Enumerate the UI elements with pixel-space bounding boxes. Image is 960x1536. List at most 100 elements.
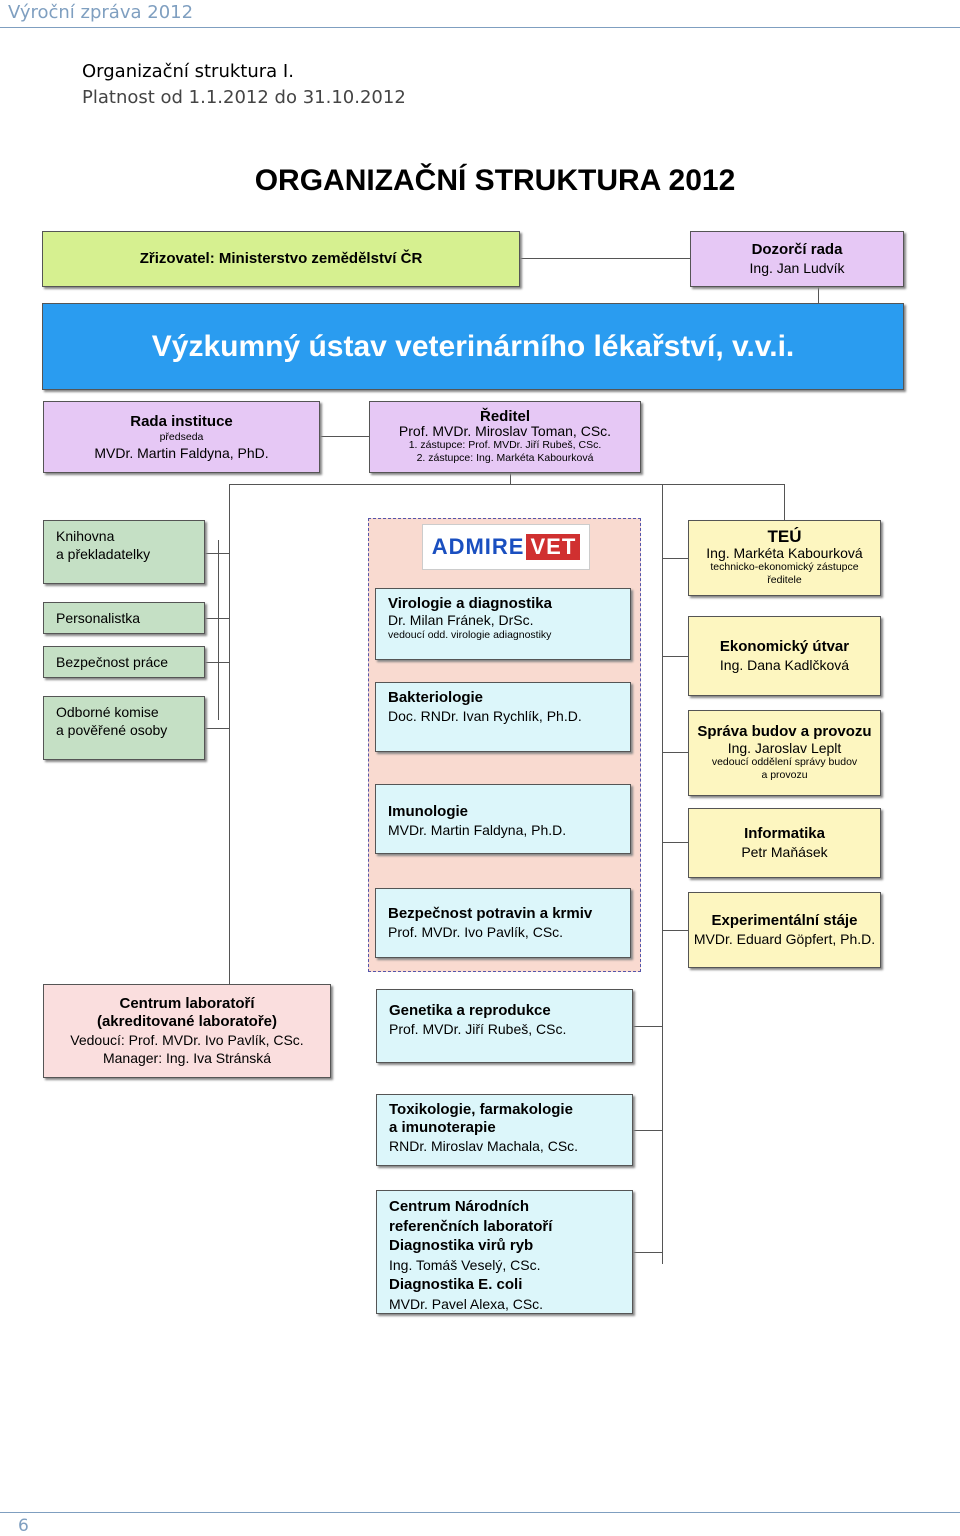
connector <box>662 930 688 931</box>
connector <box>205 618 229 619</box>
reditel-title: Ředitel <box>479 408 530 425</box>
connector <box>520 258 690 259</box>
connector <box>229 484 784 485</box>
page-number: 6 <box>18 1516 29 1536</box>
reditel-name: Prof. MVDr. Miroslav Toman, CSc. <box>398 423 612 439</box>
connector <box>320 436 370 437</box>
imunologie-box: Imunologie MVDr. Martin Faldyna, Ph.D. <box>375 784 631 854</box>
connector <box>662 752 688 753</box>
rada-role: předseda <box>159 430 204 443</box>
connector <box>218 540 219 720</box>
odborne-line-2: a pověřené osoby <box>56 722 168 738</box>
nrl-name-1: Ing. Tomáš Veselý, CSc. <box>389 1256 541 1273</box>
imunologie-title: Imunologie <box>388 803 468 820</box>
nrl-title-3: Diagnostika virů ryb <box>389 1237 534 1254</box>
connector <box>784 484 785 520</box>
teu-name: Ing. Markéta Kabourková <box>706 545 863 561</box>
bakteriologie-box: Bakteriologie Doc. RNDr. Ivan Rychlík, P… <box>375 682 631 752</box>
nrl-title-1: Centrum Národních <box>389 1198 530 1215</box>
bakteriologie-title: Bakteriologie <box>388 689 484 706</box>
institute-name: Výzkumný ústav veterinárního lékařství, … <box>151 329 795 363</box>
dozorci-rada-box: Dozorčí rada Ing. Jan Ludvík <box>690 231 904 287</box>
sprava-title: Správa budov a provozu <box>697 723 872 740</box>
connector <box>205 662 229 663</box>
connector <box>205 553 229 554</box>
bakteriologie-name: Doc. RNDr. Ivan Rychlík, Ph.D. <box>388 708 582 724</box>
connector <box>662 656 688 657</box>
bezpecnost-potravin-title: Bezpečnost potravin a krmiv <box>388 905 593 922</box>
nrl-box: Centrum Národních referenčních laboratoř… <box>376 1190 633 1314</box>
connector <box>662 484 663 1264</box>
knihovna-box: Knihovna a překladatelky <box>43 520 205 584</box>
connector <box>818 286 819 304</box>
virologie-title: Virologie a diagnostika <box>388 595 552 612</box>
sprava-budov-box: Správa budov a provozu Ing. Jaroslav Lep… <box>688 710 881 796</box>
bezpecnost-potravin-name: Prof. MVDr. Ivo Pavlík, CSc. <box>388 924 564 940</box>
rada-title: Rada instituce <box>130 412 233 430</box>
virologie-name: Dr. Milan Fránek, DrSc. <box>388 612 534 628</box>
bezpecnost-potravin-box: Bezpečnost potravin a krmiv Prof. MVDr. … <box>375 888 631 958</box>
centrum-lab-line-2: (akreditované laboratoře) <box>96 1013 278 1030</box>
document-header-title: Výroční zpráva 2012 <box>8 2 194 23</box>
org-chart-title: ORGANIZAČNÍ STRUKTURA 2012 <box>254 164 736 197</box>
teu-title: TEÚ <box>767 527 802 546</box>
centrum-lab-line-1: Centrum laboratoří <box>119 995 255 1012</box>
sprava-name: Ing. Jaroslav Leplt <box>727 740 842 756</box>
reditel-deputy-2: 2. zástupce: Ing. Markéta Kabourková <box>416 452 594 464</box>
sprava-role-1: vedoucí oddělení správy budov <box>711 756 858 768</box>
nrl-name-2: MVDr. Pavel Alexa, CSc. <box>389 1295 544 1312</box>
connector <box>229 484 230 984</box>
intro-line-1: Organizační struktura I. <box>82 61 294 82</box>
virologie-role: vedoucí odd. virologie adiagnostiky <box>388 629 552 641</box>
rada-name: MVDr. Martin Faldyna, PhD. <box>94 444 269 461</box>
odborne-komise-box: Odborné komise a pověřené osoby <box>43 696 205 760</box>
personalistka-label: Personalistka <box>56 610 141 626</box>
toxikologie-box: Toxikologie, farmakologie a imunoterapie… <box>376 1094 633 1166</box>
staje-name: MVDr. Eduard Göpfert, Ph.D. <box>693 931 876 947</box>
institute-box: Výzkumný ústav veterinárního lékařství, … <box>42 303 904 390</box>
connector <box>633 1252 662 1253</box>
footer-rule <box>0 1512 960 1513</box>
centrum-laboratori-box: Centrum laboratoří (akreditované laborat… <box>43 984 331 1078</box>
knihovna-line-1: Knihovna <box>56 528 115 544</box>
knihovna-line-2: a překladatelky <box>56 546 151 562</box>
header-rule <box>0 27 960 28</box>
logo-admire-text: ADMIRE <box>431 534 525 559</box>
teu-role-2: ředitele <box>767 574 802 586</box>
centrum-lab-line-3: Vedoucí: Prof. MVDr. Ivo Pavlík, CSc. <box>70 1032 304 1048</box>
connector <box>662 558 688 559</box>
teu-role-1: technicko-ekonomický zástupce <box>710 561 859 573</box>
logo-vet-text: VET <box>526 534 581 560</box>
ekonomicky-utvar-box: Ekonomický útvar Ing. Dana Kadlčková <box>688 616 881 696</box>
staje-title: Experimentální stáje <box>711 912 858 929</box>
teu-box: TEÚ Ing. Markéta Kabourková technicko-ek… <box>688 520 881 596</box>
virologie-box: Virologie a diagnostika Dr. Milan Fránek… <box>375 588 631 660</box>
toxikologie-name: RNDr. Miroslav Machala, CSc. <box>389 1138 579 1154</box>
zrizovatel-label: Zřizovatel: Ministerstvo zemědělství ČR <box>139 250 423 267</box>
reditel-deputy-1: 1. zástupce: Prof. MVDr. Jiří Rubeš, CSc… <box>408 439 602 451</box>
informatika-title: Informatika <box>744 825 825 842</box>
ekonomicky-name: Ing. Dana Kadlčková <box>719 657 850 673</box>
experimentalni-staje-box: Experimentální stáje MVDr. Eduard Göpfer… <box>688 892 881 968</box>
dozorci-rada-name: Ing. Jan Ludvík <box>749 260 845 276</box>
genetika-name: Prof. MVDr. Jiří Rubeš, CSc. <box>389 1021 567 1037</box>
ekonomicky-title: Ekonomický útvar <box>719 638 850 655</box>
connector <box>633 1130 662 1131</box>
genetika-box: Genetika a reprodukce Prof. MVDr. Jiří R… <box>376 989 633 1063</box>
nrl-title-2: referenčních laboratoří <box>389 1217 553 1235</box>
intro-line-2: Platnost od 1.1.2012 do 31.10.2012 <box>82 87 406 108</box>
personalistka-box: Personalistka <box>43 602 205 634</box>
genetika-title: Genetika a reprodukce <box>389 1002 551 1019</box>
informatika-box: Informatika Petr Maňásek <box>688 808 881 878</box>
bezpecnost-prace-box: Bezpečnost práce <box>43 646 205 678</box>
rada-instituce-box: Rada instituce předseda MVDr. Martin Fal… <box>43 401 320 473</box>
connector <box>510 472 511 484</box>
sprava-role-2: a provozu <box>761 769 808 781</box>
odborne-line-1: Odborné komise <box>56 704 159 720</box>
connector <box>662 842 688 843</box>
toxikologie-title-1: Toxikologie, farmakologie <box>389 1101 573 1118</box>
nrl-title-4: Diagnostika E. coli <box>389 1276 523 1293</box>
bezpecnost-prace-label: Bezpečnost práce <box>56 654 169 670</box>
informatika-name: Petr Maňásek <box>741 844 828 860</box>
zrizovatel-box: Zřizovatel: Ministerstvo zemědělství ČR <box>42 231 520 287</box>
